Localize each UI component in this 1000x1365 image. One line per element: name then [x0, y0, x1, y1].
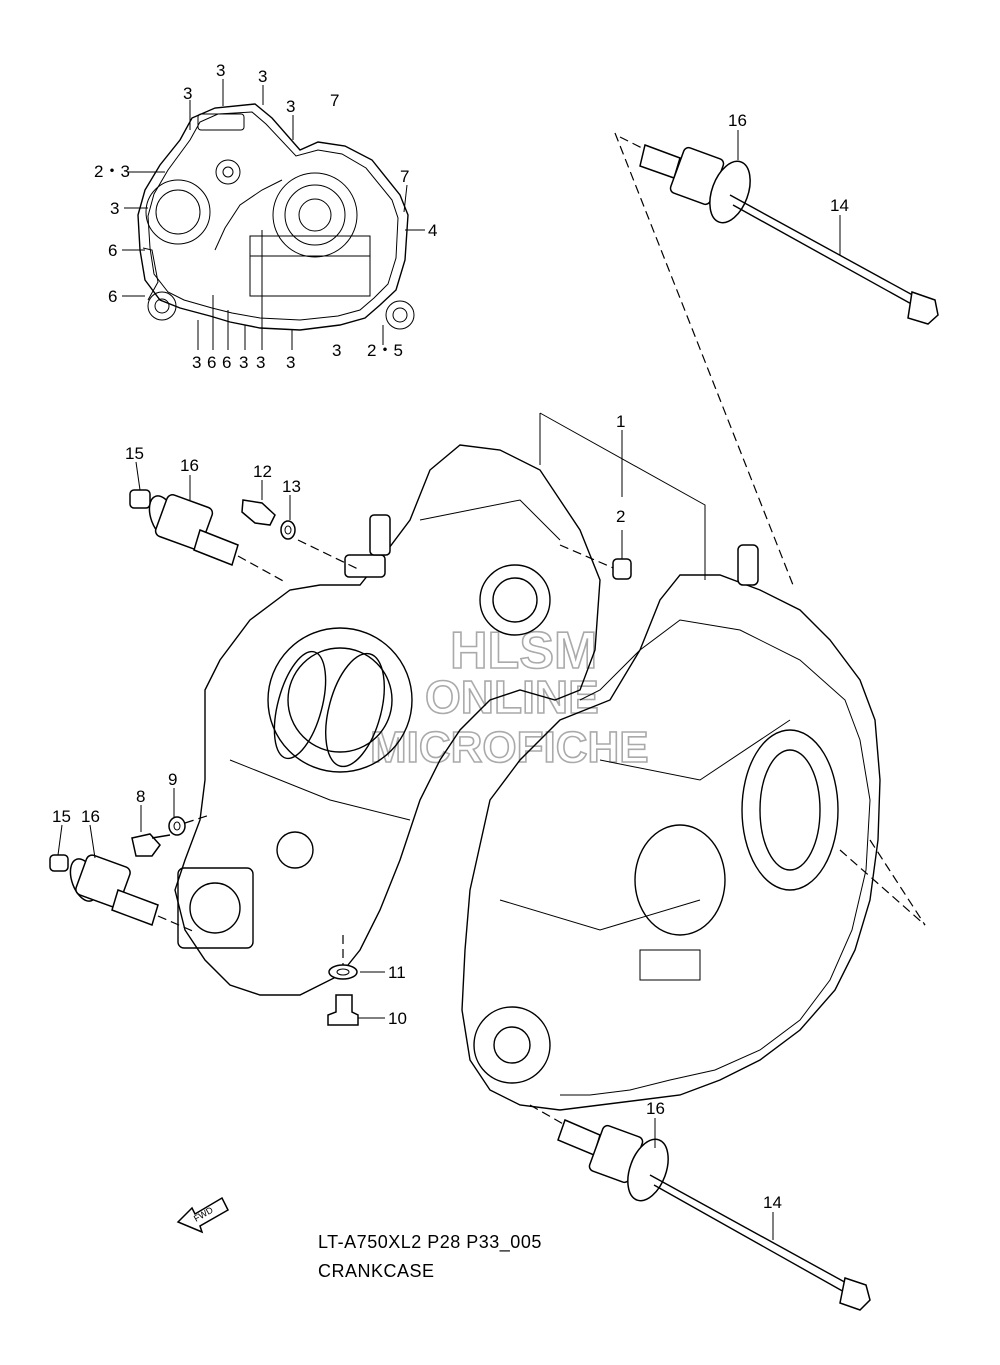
callout-3-e: 3: [110, 199, 119, 218]
bolt-assembly-lower: [529, 1104, 871, 1311]
callout-6-a: 6: [108, 241, 117, 260]
callout-13: 13: [282, 477, 301, 496]
model-code: LT-A750XL2 P28 P33_005: [318, 1232, 542, 1253]
watermark-line-3: MICROFICHE: [370, 723, 649, 772]
callout-15-a: 15: [125, 444, 144, 463]
callout-2-3: 2・3: [94, 162, 130, 181]
callout-7-b: 7: [400, 167, 409, 186]
part-1-frame: [539, 412, 926, 926]
drain-plug-set: [327, 935, 359, 1026]
callout-6-c: 6: [207, 353, 216, 372]
callout-14-a: 14: [830, 196, 849, 215]
callout-3-g: 3: [239, 353, 248, 372]
leader-lines: [57, 79, 841, 1240]
callout-16-d: 16: [646, 1099, 665, 1118]
callout-3-b: 3: [258, 67, 267, 86]
gasket-inset: [137, 103, 415, 331]
callout-3-a: 3: [216, 61, 225, 80]
callout-10: 10: [388, 1009, 407, 1028]
callout-15-b: 15: [52, 807, 71, 826]
fwd-arrow-icon: FWD: [176, 1196, 229, 1234]
crankcase-left-half: [174, 444, 601, 996]
callout-9: 9: [168, 770, 177, 789]
diagram-title: CRANKCASE: [318, 1261, 435, 1281]
watermark-line-1: HLSM: [450, 622, 597, 680]
dowel-set-lower-left: [49, 814, 211, 933]
callout-2-5: 2・5: [367, 341, 403, 360]
callout-14-b: 14: [763, 1193, 782, 1212]
callout-11: 11: [388, 963, 406, 982]
callout-3-h: 3: [256, 353, 265, 372]
callout-labels: 3 3 3 3 7 2・3 3 7 4 6 6 3 6 6 3 3 3 3 2・…: [52, 61, 849, 1212]
callout-6-b: 6: [108, 287, 117, 306]
callout-8: 8: [136, 787, 145, 806]
callout-16-b: 16: [180, 456, 199, 475]
callout-4: 4: [428, 221, 437, 240]
callout-16-c: 16: [81, 807, 100, 826]
callout-1: 1: [616, 412, 625, 431]
bolt-assembly-upper: [614, 132, 939, 586]
watermark-line-2: ONLINE: [425, 671, 599, 723]
callout-3-d: 3: [286, 97, 295, 116]
callout-7-a: 7: [330, 91, 339, 110]
crankcase-right-half: [461, 544, 881, 1111]
caption: LT-A750XL2 P28 P33_005 CRANKCASE: [318, 1232, 542, 1281]
callout-3-c: 3: [183, 84, 192, 103]
callout-3-f: 3: [192, 353, 201, 372]
watermark: HLSM ONLINE MICROFICHE: [369, 621, 649, 773]
callout-16-a: 16: [728, 111, 747, 130]
callout-2: 2: [616, 507, 625, 526]
callout-3-j: 3: [332, 341, 341, 360]
callout-3-i: 3: [286, 353, 295, 372]
dowel-set-upper-left: [129, 489, 361, 583]
callout-6-d: 6: [222, 353, 231, 372]
callout-12: 12: [253, 462, 272, 481]
